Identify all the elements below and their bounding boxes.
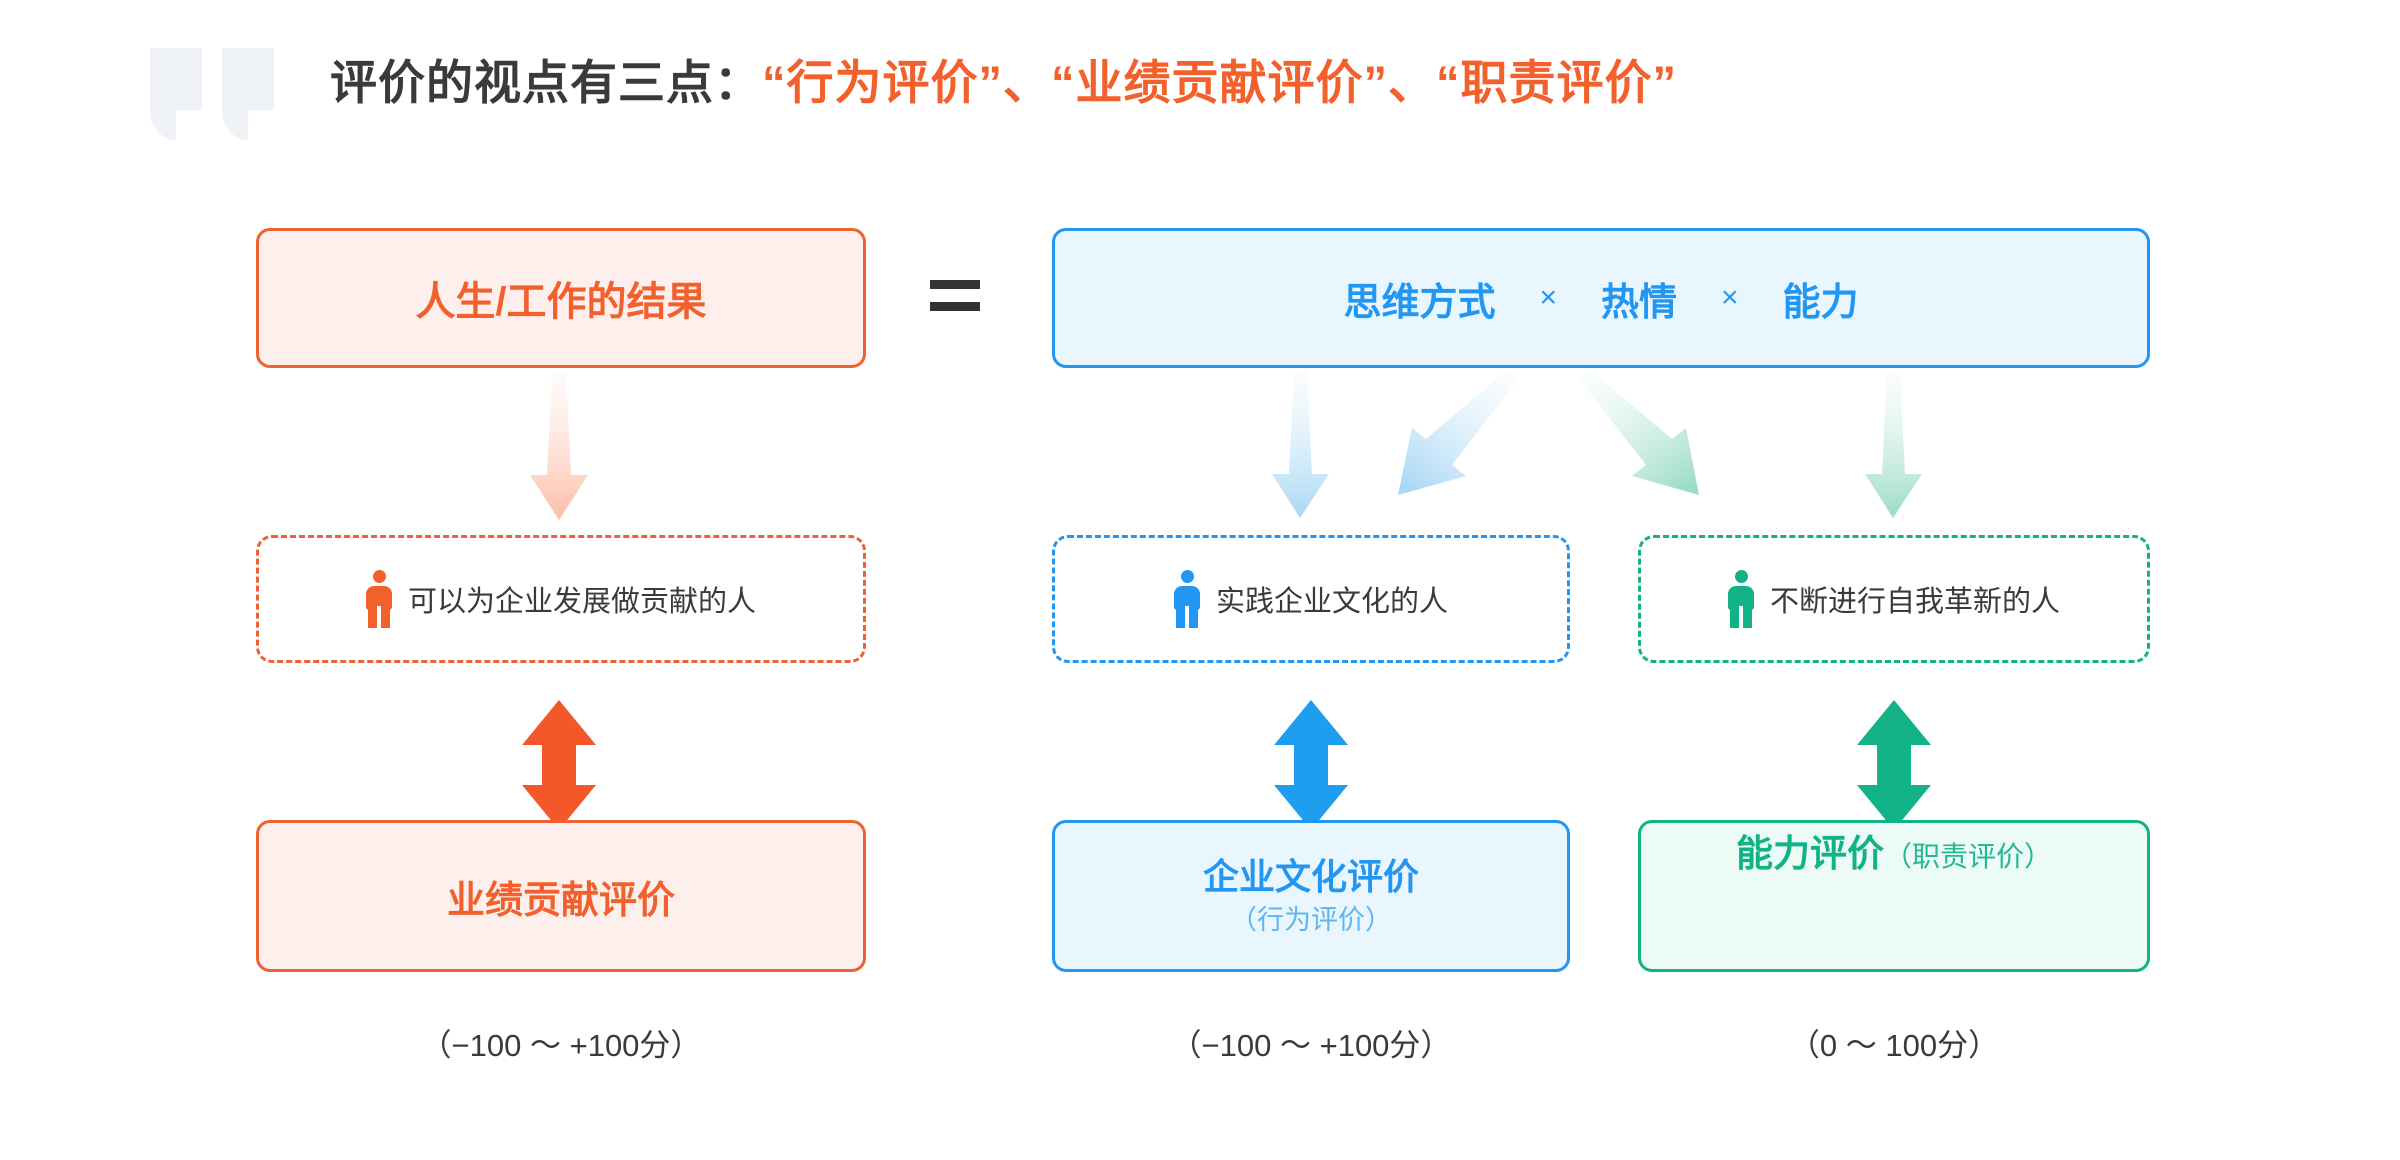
arrow-ability-down (1865, 372, 1922, 518)
evaluation-subtitle: （职责评价） (1883, 841, 2052, 872)
formula-term-mindset: 思维方式 (1343, 281, 1496, 324)
score-range-culture: （−100 ～ +100分） (1170, 1028, 1452, 1063)
arrow-result-to-person (530, 372, 588, 520)
evaluation-box-performance[interactable]: 业绩贡献评价 (256, 820, 866, 972)
evaluation-box-culture[interactable]: 企业文化评价 （行为评价） (1052, 820, 1570, 972)
score-range-performance: （−100 ～ +100分） (420, 1028, 702, 1063)
person-icon (1173, 570, 1200, 628)
evaluation-subtitle: （行为评价） (1230, 905, 1392, 935)
double-arrow-culture (1274, 700, 1348, 830)
formula-box[interactable]: 思维方式 × 热情 × 能力 (1052, 228, 2150, 368)
person-box-label: 可以为企业发展做贡献的人 (407, 586, 756, 618)
person-icon (1727, 570, 1754, 628)
formula-term-ability: 能力 (1782, 281, 1859, 324)
title-accent-text: “行为评价”、“业绩贡献评价”、“职责评价” (762, 56, 1677, 109)
evaluation-title: 业绩贡献评价 (446, 879, 675, 922)
result-box-label: 人生/工作的结果 (415, 280, 707, 324)
title-plain-text: 评价的视点有三点： (330, 56, 762, 109)
double-arrow-performance (522, 700, 596, 830)
equals-sign-icon (930, 272, 980, 322)
decorative-quote-icon (150, 48, 280, 140)
formula-term-passion: 热情 (1600, 281, 1677, 324)
result-box[interactable]: 人生/工作的结果 (256, 228, 866, 368)
person-box-contribution[interactable]: 可以为企业发展做贡献的人 (256, 535, 866, 663)
score-range-ability: （0 ～ 100分） (1788, 1028, 2000, 1063)
double-arrow-ability (1857, 700, 1931, 830)
arrow-mindset-down (1272, 372, 1329, 518)
formula-operator-1: × (1539, 281, 1557, 314)
evaluation-box-ability[interactable]: 能力评价 （职责评价） (1638, 820, 2150, 972)
evaluation-title: 能力评价 (1735, 833, 1884, 874)
arrow-passion-down-left (1398, 370, 1519, 495)
evaluation-title: 企业文化评价 (1202, 856, 1419, 897)
person-box-culture[interactable]: 实践企业文化的人 (1052, 535, 1570, 663)
person-icon (365, 570, 392, 628)
formula-operator-2: × (1721, 281, 1739, 314)
person-box-label: 实践企业文化的人 (1215, 586, 1448, 618)
person-box-selfrenewal[interactable]: 不断进行自我革新的人 (1638, 535, 2150, 663)
person-box-label: 不断进行自我革新的人 (1769, 586, 2060, 618)
arrow-ability-down-right (1578, 370, 1699, 495)
page-title: 评价的视点有三点：“行为评价”、“业绩贡献评价”、“职责评价” (330, 52, 1677, 114)
